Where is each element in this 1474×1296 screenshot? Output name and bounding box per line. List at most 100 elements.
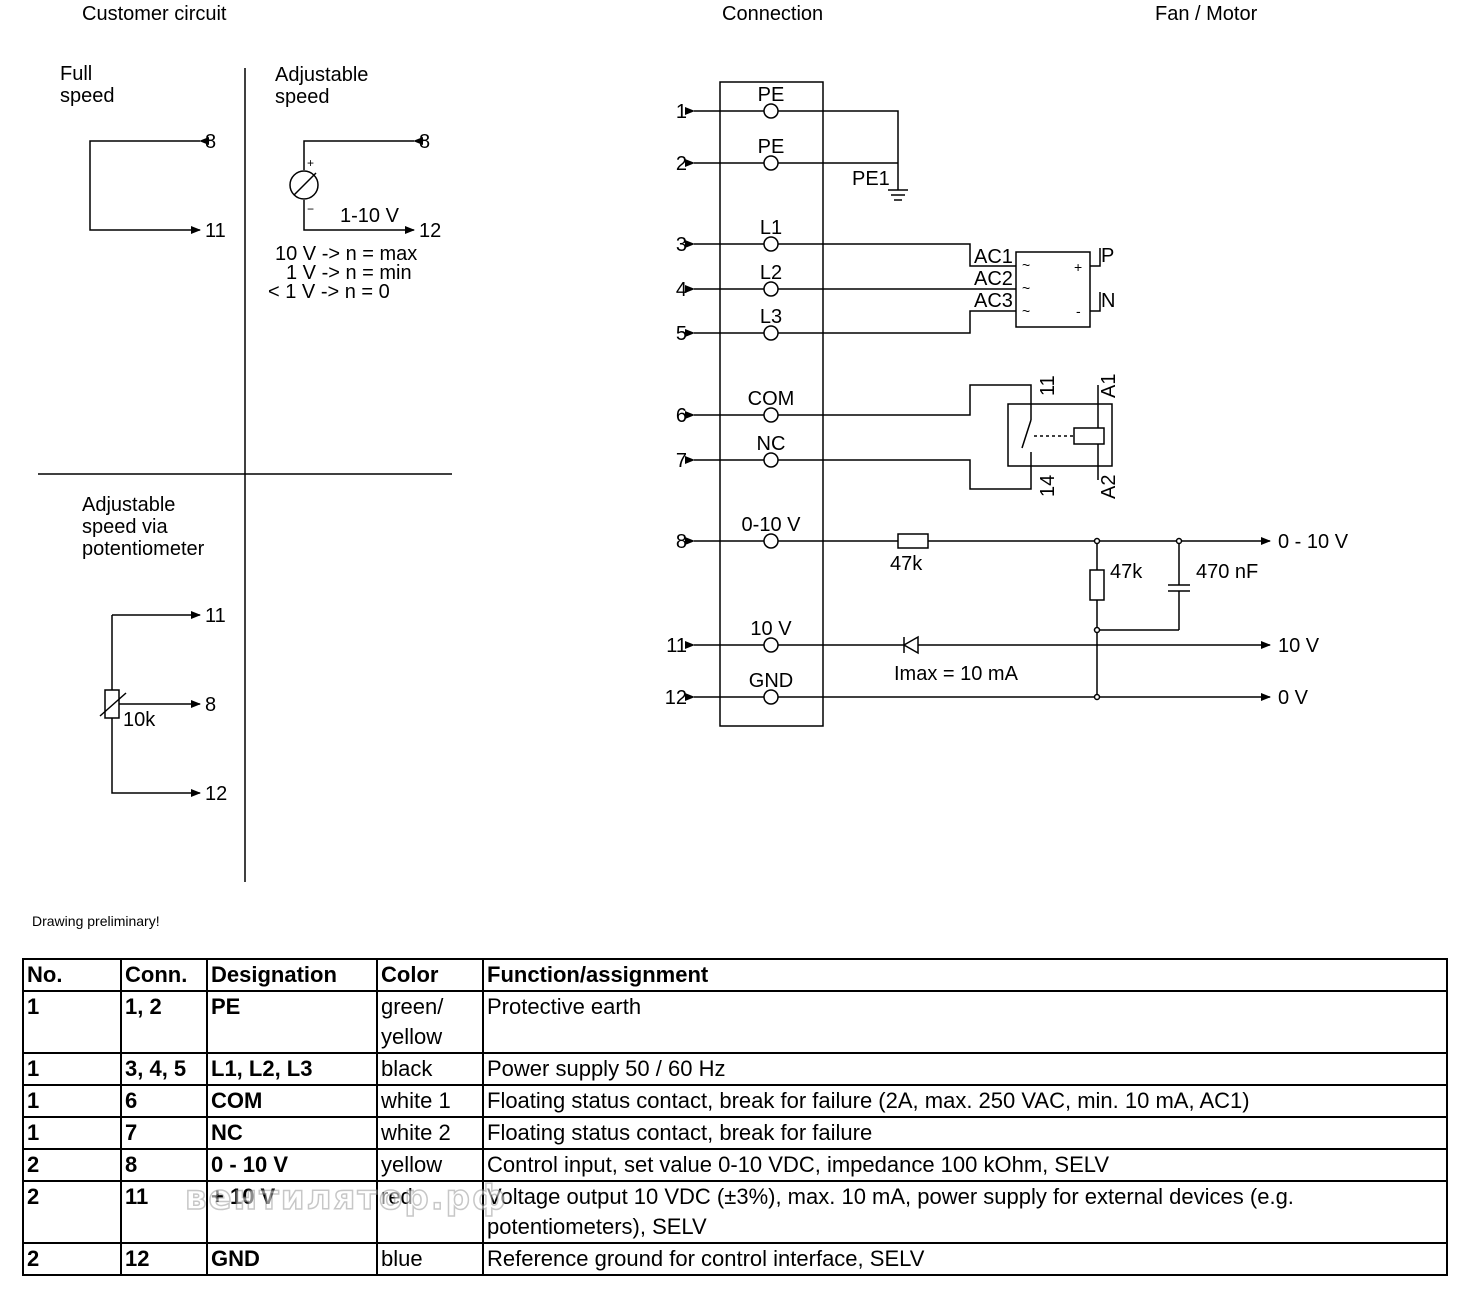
minus-sign: − <box>307 202 314 216</box>
cell-no: 2 <box>22 1180 122 1244</box>
table-row: 1 3, 4, 5 L1, L2, L3 black Power supply … <box>22 1052 1448 1086</box>
cell-function: Protective earth <box>482 990 1448 1054</box>
pot-value-label: 10k <box>123 709 156 731</box>
cell-function: Control input, set value 0-10 VDC, imped… <box>482 1148 1448 1182</box>
adjustable-speed-label-1: Adjustable <box>275 64 368 86</box>
pot-label-2: speed via <box>82 516 168 538</box>
speed-rule-min: 1 V -> n = min <box>286 262 412 284</box>
resistor-series-label: 47k <box>890 553 923 575</box>
cell-designation: GND <box>206 1242 378 1276</box>
power-supply-wiring <box>778 243 1101 334</box>
pin-number: 2 <box>676 153 687 175</box>
pin-number: 12 <box>665 687 687 709</box>
col-header-designation: Designation <box>206 958 378 992</box>
cell-no: 1 <box>22 1052 122 1086</box>
cell-no: 2 <box>22 1242 122 1276</box>
col-header-function: Function/assignment <box>482 958 1448 992</box>
drawing-note: Drawing preliminary! <box>32 913 160 929</box>
pe1-label: PE1 <box>852 168 890 190</box>
cell-conn: 6 <box>120 1084 208 1118</box>
terminal-pin <box>763 103 779 119</box>
connection-header: Connection <box>722 3 824 25</box>
voltage-source-symbol <box>289 170 319 200</box>
pin-number: 7 <box>676 450 687 472</box>
pin-number: 1 <box>676 101 687 123</box>
table-row: 1 6 COM white 1 Floating status contact,… <box>22 1084 1448 1118</box>
relay-coil-a1: A1 <box>1098 374 1120 398</box>
terminal-label-11: 11 <box>205 220 226 242</box>
tilde-3: ~ <box>1022 303 1030 319</box>
cell-designation: 0 - 10 V <box>206 1148 378 1182</box>
capacitor-label: 470 nF <box>1196 561 1258 583</box>
pin-number: 3 <box>676 234 687 256</box>
pot-label-3: potentiometer <box>82 538 205 560</box>
pin-label: L3 <box>760 306 782 328</box>
relay-coil <box>1073 427 1105 445</box>
terminal-pin <box>763 155 779 171</box>
pin-label: L1 <box>760 217 782 239</box>
ac3-label: AC3 <box>974 290 1013 312</box>
terminal-label-8: 8 <box>205 131 216 153</box>
cell-conn: 1, 2 <box>120 990 208 1054</box>
pot-label-1: Adjustable <box>82 494 175 516</box>
pin-label: NC <box>757 433 786 455</box>
full-speed-label-2: speed <box>60 85 115 107</box>
pe-wiring <box>778 110 908 201</box>
output-0v: 0 V <box>1278 687 1309 709</box>
cell-no: 1 <box>22 1116 122 1150</box>
terminal-pin <box>763 533 779 549</box>
table-header-row: No. Conn. Designation Color Function/ass… <box>22 958 1448 992</box>
cell-function: Power supply 50 / 60 Hz <box>482 1052 1448 1086</box>
pin-label: PE <box>758 84 785 106</box>
resistor-47k-series <box>897 533 929 549</box>
terminal-pin <box>763 689 779 705</box>
plus-sign: + <box>307 156 314 170</box>
output-10v: 10 V <box>1278 635 1320 657</box>
connection-block <box>719 81 824 727</box>
watermark: вентилятор.рф <box>184 1177 508 1219</box>
relay-symbol <box>1007 403 1113 467</box>
col-header-conn: Conn. <box>120 958 208 992</box>
terminal-label-8: 8 <box>419 131 430 153</box>
cell-designation: L1, L2, L3 <box>206 1052 378 1086</box>
pin-number: 5 <box>676 323 687 345</box>
terminal-label-12: 12 <box>205 783 227 805</box>
cell-conn: 3, 4, 5 <box>120 1052 208 1086</box>
terminal-pin <box>763 236 779 252</box>
terminal-pins <box>685 103 779 705</box>
cell-conn: 8 <box>120 1148 208 1182</box>
cell-function: Reference ground for control interface, … <box>482 1242 1448 1276</box>
pin-number: 4 <box>676 279 687 301</box>
cell-color: green/ yellow <box>376 990 484 1054</box>
wiring-diagram: Full speed Adjustable speed Adjustable s… <box>38 63 1349 882</box>
relay-coil-a2: A2 <box>1098 475 1120 499</box>
tilde-1: ~ <box>1022 257 1030 273</box>
cell-designation: PE <box>206 990 378 1054</box>
terminal-pin <box>763 637 779 653</box>
cell-no: 2 <box>22 1148 122 1182</box>
cell-function: Floating status contact, break for failu… <box>482 1116 1448 1150</box>
cell-color: white 2 <box>376 1116 484 1150</box>
speed-rule-zero: < 1 V -> n = 0 <box>268 281 390 303</box>
n-label: N <box>1101 290 1115 312</box>
diode-symbol <box>902 635 919 655</box>
pin-label: COM <box>748 388 795 410</box>
full-speed-wire <box>89 137 209 234</box>
relay-wiring <box>778 384 1113 490</box>
terminal-pin <box>763 325 779 341</box>
fan-motor-header: Fan / Motor <box>1155 3 1258 25</box>
imax-label: Imax = 10 mA <box>894 663 1019 685</box>
cell-function: Floating status contact, break for failu… <box>482 1084 1448 1118</box>
cell-color: red <box>376 1180 484 1244</box>
ac1-label: AC1 <box>974 246 1013 268</box>
speed-rule-max: 10 V -> n = max <box>275 243 417 265</box>
table-row: 2 12 GND blue Reference ground for contr… <box>22 1242 1448 1276</box>
adjustable-speed-label-2: speed <box>275 86 330 108</box>
tilde-2: ~ <box>1022 280 1030 296</box>
pin-number: 6 <box>676 405 687 427</box>
pin-label: L2 <box>760 262 782 284</box>
terminal-pin <box>763 281 779 297</box>
connection-table: No. Conn. Designation Color Function/ass… <box>22 958 1448 1276</box>
pin-label: 0-10 V <box>742 514 802 536</box>
